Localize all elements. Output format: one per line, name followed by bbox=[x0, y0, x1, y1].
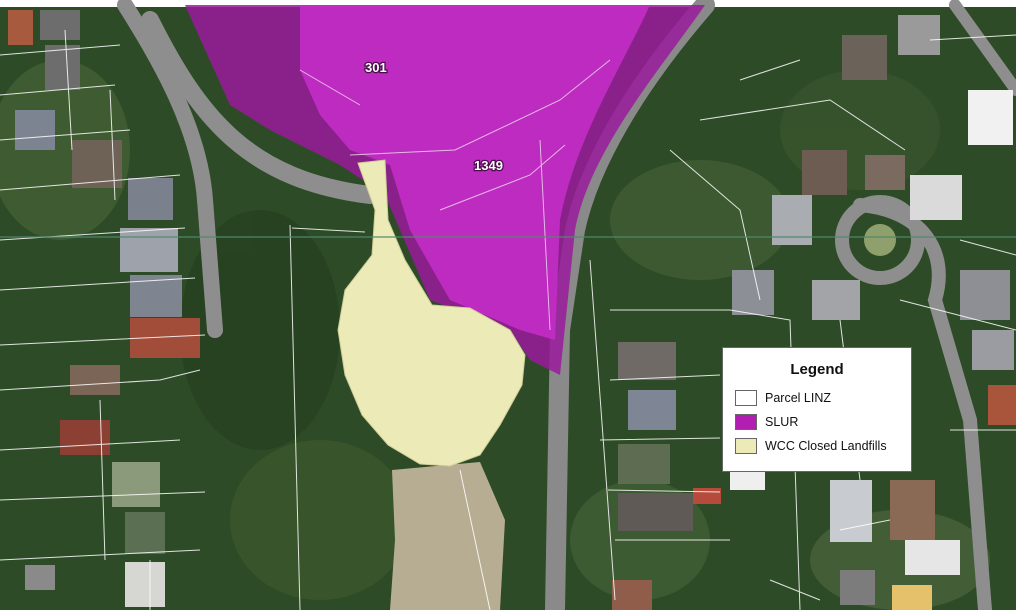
slur-layer bbox=[185, 5, 705, 375]
road-left-vertical bbox=[117, 0, 223, 338]
legend-label-parcel-linz: Parcel LINZ bbox=[765, 391, 831, 405]
legend-item-parcel-linz: Parcel LINZ bbox=[735, 388, 831, 408]
slur-polygon-inner bbox=[300, 5, 650, 340]
buildings bbox=[8, 10, 1016, 610]
legend-title: Legend bbox=[790, 361, 844, 378]
slur-swatch-icon bbox=[735, 414, 757, 430]
road-roundabout bbox=[835, 195, 925, 285]
road-upper-curve bbox=[141, 11, 379, 204]
road-cul-de-sac bbox=[853, 198, 992, 610]
legend-label-wcc-closed-landfills: WCC Closed Landfills bbox=[765, 439, 887, 453]
parcel-linz-swatch-icon bbox=[735, 390, 757, 406]
parcel-label-301: 301 bbox=[365, 60, 387, 75]
slur-parcel-boundaries bbox=[299, 59, 611, 331]
legend-item-wcc-closed-landfills: WCC Closed Landfills bbox=[735, 436, 887, 456]
legend-item-slur: SLUR bbox=[735, 412, 798, 432]
roundabout-island bbox=[864, 224, 896, 256]
top-margin bbox=[0, 0, 1016, 7]
road-right-top bbox=[949, 0, 1016, 96]
parcel-linz-lines bbox=[0, 29, 1016, 610]
legend-label-slur: SLUR bbox=[765, 415, 799, 429]
wcc-closed-landfills-swatch-icon bbox=[735, 438, 757, 454]
parcel-label-1349: 1349 bbox=[474, 158, 503, 173]
bare-ground bbox=[390, 462, 505, 610]
map-legend: Legend Parcel LINZ SLUR WCC Closed Landf… bbox=[722, 347, 912, 472]
